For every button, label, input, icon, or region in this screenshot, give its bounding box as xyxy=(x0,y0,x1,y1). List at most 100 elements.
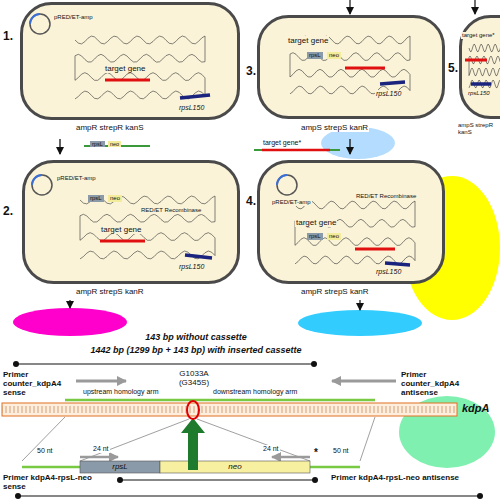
cell-outline xyxy=(24,162,239,283)
target-fragment xyxy=(262,149,330,152)
primer-arrow xyxy=(332,380,396,383)
cell-label: target gene xyxy=(287,36,329,45)
cell-label: neo xyxy=(108,195,122,202)
cell-label: rpsL150 xyxy=(375,90,402,98)
cell-label: target gene xyxy=(295,218,337,227)
step-number: 1. xyxy=(2,30,14,44)
cell-label: RED/ET Recombinase xyxy=(140,207,202,214)
gene-name: kdpA xyxy=(461,402,491,415)
primer-label: Primer counter_kdpA4 sense xyxy=(2,370,74,398)
cell-label: rpsL150 xyxy=(178,104,205,112)
cell-label: neo xyxy=(327,233,341,240)
plasmid xyxy=(32,175,52,195)
rpsl150-segment xyxy=(471,82,491,86)
primer-arrow xyxy=(80,456,118,459)
rpsl150-segment xyxy=(185,255,212,258)
cell-outline xyxy=(259,162,444,283)
cyan-ellipse xyxy=(298,310,422,336)
cassette-label: rpsL xyxy=(80,462,160,471)
projection-line xyxy=(197,419,310,461)
projection-line xyxy=(22,417,65,461)
length-label: 50 nt xyxy=(332,447,350,455)
cell-art xyxy=(245,10,450,138)
neo-box xyxy=(160,461,310,473)
rpsl150-segment xyxy=(380,82,405,84)
primer-label: Primer counter_kdpA4 antisense xyxy=(400,370,482,398)
cell-label: rpsL xyxy=(307,233,323,240)
mutation-circle xyxy=(187,401,199,419)
chromosome xyxy=(75,36,205,99)
primer-arrow xyxy=(272,456,310,459)
homology-arm-line xyxy=(22,466,80,469)
rpsl150-segment xyxy=(180,95,210,98)
cassette-label: neo xyxy=(108,141,121,147)
bar-dot xyxy=(15,493,21,499)
flow-arrow xyxy=(349,139,350,154)
mutation-label: G1033A (G345S) xyxy=(163,369,225,387)
fragment-arm xyxy=(254,149,262,151)
flow-arrow xyxy=(59,139,60,154)
bar-dot xyxy=(312,477,318,483)
homology-arm-line xyxy=(65,399,375,402)
cell-node: 3.target generpsLneorpsL150ampS strepS k… xyxy=(245,10,450,138)
target-gene-segment xyxy=(100,240,145,243)
bar-dot xyxy=(477,493,483,499)
cell-label: target gene* xyxy=(461,32,497,39)
homology-arm-line xyxy=(310,466,360,469)
cell-label: pRED/ET-amp xyxy=(56,175,97,182)
step-number: 4. xyxy=(245,195,257,209)
cell-label: target gene xyxy=(100,225,142,234)
rpsl150-segment xyxy=(385,263,410,265)
plasmid-gene xyxy=(32,175,42,185)
target-gene-segment xyxy=(345,67,385,70)
resistance-label: ampR strepS kanR xyxy=(300,287,370,296)
plasmid-gene xyxy=(30,14,40,24)
cell-outline xyxy=(22,4,239,119)
cell-label: RED/ET Recombinase xyxy=(355,193,417,200)
cell-label: rpsL150 xyxy=(178,263,205,271)
cell-node: 1.pRED/ET-amptarget generpsL150ampR stre… xyxy=(0,0,245,138)
cell-label: rpsL150 xyxy=(375,268,402,276)
resistance-label: ampR strepR kanS xyxy=(75,123,145,132)
primer-arrow xyxy=(76,380,126,383)
size-bar xyxy=(16,363,314,364)
step-number: 2. xyxy=(2,205,14,219)
fragment-label: target gene* xyxy=(262,139,302,147)
arm-label: upstream homology arm xyxy=(82,388,159,396)
cell-label: neo xyxy=(327,52,341,59)
size-note: 143 bp without cassette xyxy=(60,332,332,342)
step-number: 3. xyxy=(245,65,257,79)
plasmid xyxy=(277,175,297,195)
incoming-arrow xyxy=(349,0,350,14)
magenta-ellipse xyxy=(13,308,127,336)
mutation-arrow xyxy=(181,418,205,470)
bar-dot xyxy=(117,477,123,483)
arm-label: downstream homology arm xyxy=(212,388,298,396)
plasmid xyxy=(30,14,50,34)
target-gene-segment xyxy=(105,79,150,82)
cell-label: rpsL xyxy=(88,195,104,202)
target-gene-segment xyxy=(465,59,487,62)
primer-label: Primer kdpA4-rpsL-neo antisense xyxy=(330,473,464,482)
projection-line xyxy=(80,419,189,461)
incoming-arrow xyxy=(474,0,475,14)
plasmid-gene xyxy=(277,175,287,185)
cell-outline xyxy=(259,17,444,118)
resistance-label: ampS strepS kanR xyxy=(300,123,369,132)
cell-label: target gene xyxy=(104,64,146,73)
size-bar xyxy=(18,495,480,496)
cell-node: 5.target gene*rpsL150ampS strepR kanS xyxy=(447,10,500,140)
cassette-label: neo xyxy=(160,462,310,471)
bar-dot xyxy=(311,361,317,367)
fragment-arm xyxy=(330,149,340,151)
outgoing-arrow xyxy=(69,300,70,308)
rpsl-box xyxy=(80,461,160,473)
cell-node: 4.pRED/ET-ampRED/ET Recombinasetarget ge… xyxy=(245,155,450,300)
outgoing-arrow xyxy=(359,300,360,310)
step-number: 5. xyxy=(447,62,459,76)
cassette-label: rpsL xyxy=(90,141,105,147)
chromosome xyxy=(80,196,215,259)
resistance-label: ampR strepS kanR xyxy=(75,287,145,296)
length-label: 24 nt xyxy=(92,445,110,453)
